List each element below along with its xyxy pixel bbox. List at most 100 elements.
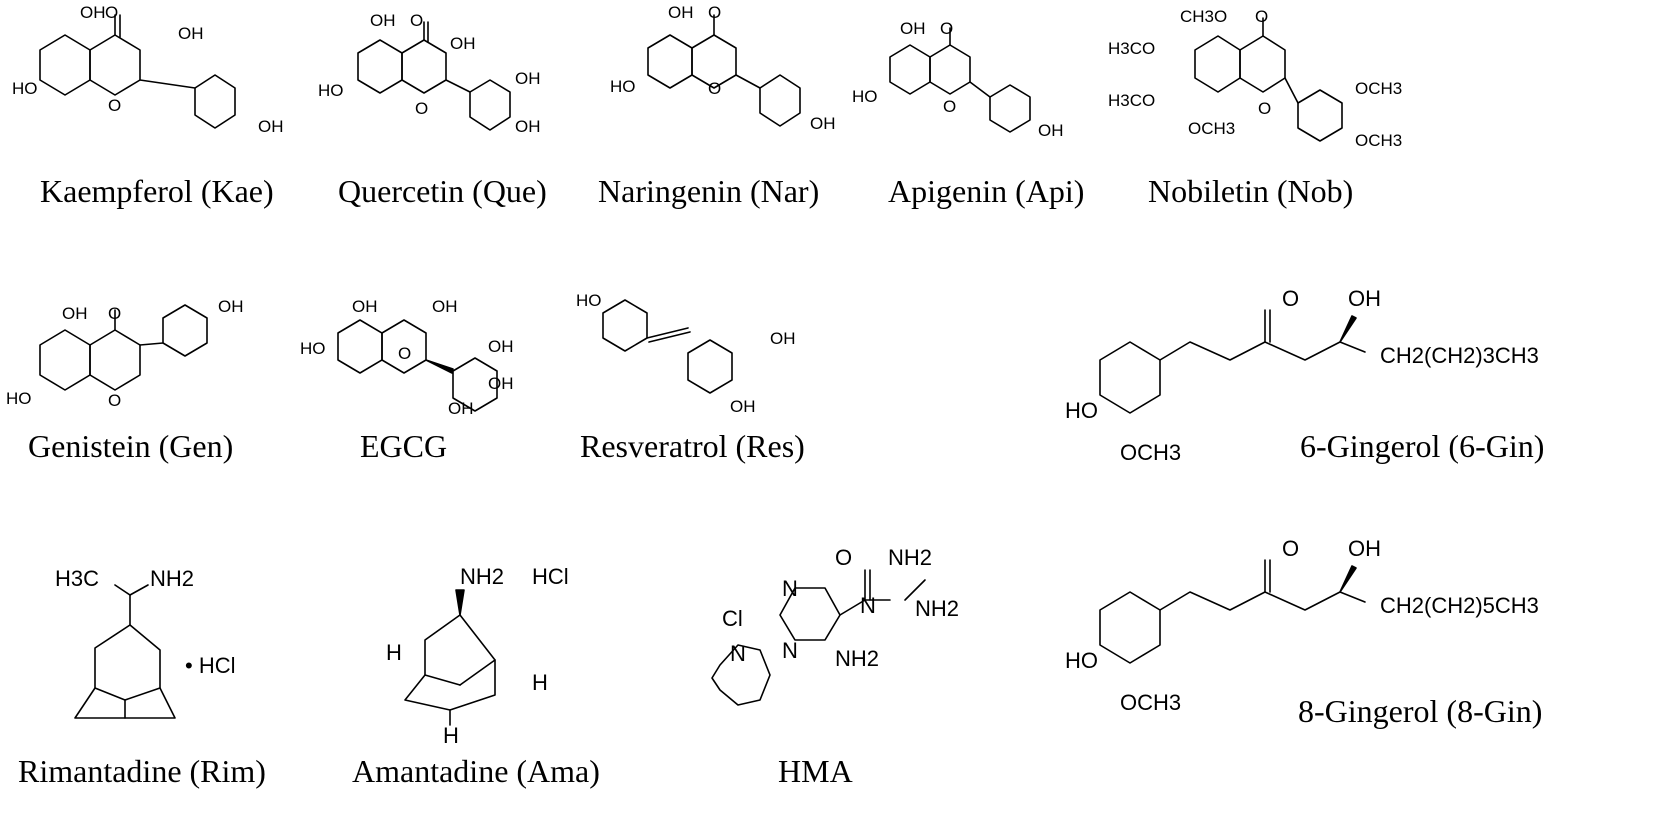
egcg-oh-5p: OH <box>448 399 474 418</box>
gingerol8-skeleton <box>1099 559 1366 664</box>
nob-o-1: O <box>1258 99 1272 118</box>
nobiletin-skeleton <box>1194 17 1343 142</box>
kae-oh-5: OH <box>80 3 106 22</box>
caption-egcg: EGCG <box>360 428 448 464</box>
rim-nh2: NH2 <box>150 566 195 591</box>
nob-och3-3p: OCH3 <box>1355 79 1403 98</box>
caption-8-gingerol: 8-Gingerol (8-Gin) <box>1298 693 1543 729</box>
res-oh-3: OH <box>770 329 796 348</box>
nar-ho-7: HO <box>610 77 636 96</box>
gin8-ho: HO <box>1065 648 1098 673</box>
gin6-chain: CH2(CH2)3CH3 <box>1380 343 1539 368</box>
caption-6-gingerol: 6-Gingerol (6-Gin) <box>1300 428 1545 464</box>
gin6-oh: OH <box>1348 286 1381 311</box>
nob-o-4: O <box>1255 7 1269 26</box>
egcg-ho-7: HO <box>300 339 326 358</box>
que-oh-5: OH <box>370 11 396 30</box>
caption-naringenin: Naringenin (Nar) <box>598 173 820 209</box>
gen-o-1: O <box>108 391 122 410</box>
rimantadine-skeleton <box>74 584 176 719</box>
caption-nobiletin: Nobiletin (Nob) <box>1148 173 1354 209</box>
egcg-oh-3: OH <box>432 297 458 316</box>
gin6-och3: OCH3 <box>1120 440 1182 465</box>
hma-skeleton <box>711 569 926 706</box>
res-ho-4p: HO <box>576 291 602 310</box>
que-o-1: O <box>415 99 429 118</box>
ama-hcl: HCl <box>532 564 569 589</box>
caption-hma: HMA <box>778 753 853 789</box>
kae-oh-4p: OH <box>258 117 284 136</box>
caption-rimantadine: Rimantadine (Rim) <box>18 753 266 789</box>
rim-h3c: H3C <box>55 566 100 591</box>
caption-amantadine: Amantadine (Ama) <box>352 753 600 789</box>
ama-h-left: H <box>386 640 402 665</box>
api-oh-4p: OH <box>1038 121 1064 140</box>
hma-n-imine: N <box>860 593 876 618</box>
hma-nh2-top: NH2 <box>888 545 933 570</box>
hma-n-bottom: N <box>782 638 798 663</box>
hma-n-ring: N <box>730 641 746 666</box>
apigenin-skeleton <box>889 27 1031 133</box>
quercetin-skeleton <box>357 21 511 131</box>
kae-o-1: O <box>108 96 122 115</box>
caption-resveratrol: Resveratrol (Res) <box>580 428 805 464</box>
api-o-1: O <box>943 97 957 116</box>
resveratrol-skeleton <box>602 299 733 394</box>
kae-oh-3: OH <box>178 24 204 43</box>
hma-o: O <box>835 545 853 570</box>
gingerol6-skeleton <box>1099 309 1366 414</box>
egcg-oh-5: OH <box>352 297 378 316</box>
gen-o-4: O <box>108 304 122 323</box>
rim-hcl: • HCl <box>185 653 236 678</box>
egcg-oh-4p: OH <box>488 374 514 393</box>
que-oh-3p: OH <box>515 69 541 88</box>
nob-och3-8: OCH3 <box>1188 119 1236 138</box>
api-o-4: O <box>940 19 954 38</box>
kae-ho-7: HO <box>12 79 38 98</box>
api-ho-7: HO <box>852 87 878 106</box>
hma-nh2-right: NH2 <box>915 596 960 621</box>
nar-oh-4p: OH <box>810 114 836 133</box>
que-o-4: O <box>410 11 424 30</box>
gin8-o: O <box>1282 536 1300 561</box>
naringenin-skeleton <box>647 14 801 127</box>
gen-ho-7: HO <box>6 389 32 408</box>
nob-h3co-7: H3CO <box>1108 91 1156 110</box>
kae-o-4: O <box>105 3 119 22</box>
amantadine-skeleton <box>404 589 496 726</box>
hma-cl: Cl <box>722 606 743 631</box>
nob-och3-4p: OCH3 <box>1355 131 1403 150</box>
gen-oh-4p: OH <box>218 297 244 316</box>
nar-o-1: O <box>708 79 722 98</box>
nar-oh-5: OH <box>668 3 694 22</box>
ama-h-right: H <box>532 670 548 695</box>
hma-n-top: N <box>782 576 798 601</box>
kaempferol-skeleton <box>39 14 236 129</box>
caption-apigenin: Apigenin (Api) <box>888 173 1085 209</box>
gin8-och3: OCH3 <box>1120 690 1182 715</box>
hma-nh2-ring: NH2 <box>835 646 880 671</box>
egcg-o-1: O <box>398 344 412 363</box>
egcg-skeleton <box>337 319 498 412</box>
gin8-oh: OH <box>1348 536 1381 561</box>
caption-quercetin: Quercetin (Que) <box>338 173 547 209</box>
nob-h3co-6: H3CO <box>1108 39 1156 58</box>
que-oh-3: OH <box>450 34 476 53</box>
caption-kaempferol: Kaempferol (Kae) <box>40 173 274 209</box>
nob-ch3o: CH3O <box>1180 7 1228 26</box>
gin8-chain: CH2(CH2)5CH3 <box>1380 593 1539 618</box>
ama-nh2: NH2 <box>460 564 505 589</box>
nar-o-4: O <box>708 3 722 22</box>
egcg-oh-3p: OH <box>488 337 514 356</box>
res-oh-5: OH <box>730 397 756 416</box>
que-oh-4p: OH <box>515 117 541 136</box>
genistein-skeleton <box>39 304 208 391</box>
gen-oh-5: OH <box>62 304 88 323</box>
api-oh-5: OH <box>900 19 926 38</box>
ama-h-bottom: H <box>443 723 459 748</box>
caption-genistein: Genistein (Gen) <box>28 428 234 464</box>
gin6-ho: HO <box>1065 398 1098 423</box>
gin6-o: O <box>1282 286 1300 311</box>
que-ho-7: HO <box>318 81 344 100</box>
